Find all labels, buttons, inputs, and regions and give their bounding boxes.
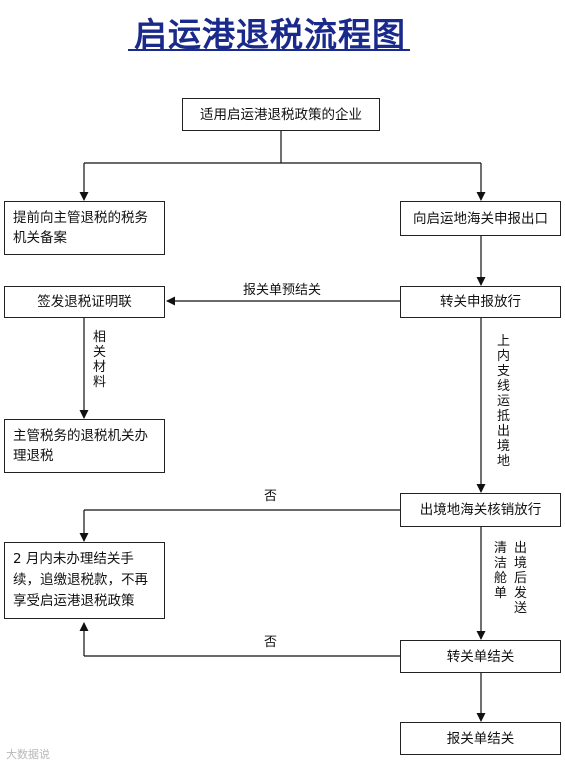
node-recover: 2 月内未办理结关手续，追缴退税款，不再享受启运港退税政策 bbox=[4, 542, 165, 619]
node-enterprise: 适用启运港退税政策的企业 bbox=[182, 98, 380, 131]
label-materials: 相关材料 bbox=[92, 330, 106, 390]
node-issue-cert: 签发退税证明联 bbox=[4, 286, 165, 318]
node-transfer-release: 转关申报放行 bbox=[400, 286, 561, 318]
node-declare-export: 向启运地海关申报出口 bbox=[400, 201, 561, 236]
title-underline bbox=[128, 49, 410, 51]
label-clean-hold: 清洁舱单 bbox=[493, 541, 507, 601]
node-transfer-clear: 转关单结关 bbox=[400, 640, 561, 673]
node-declare-clear: 报关单结关 bbox=[400, 722, 561, 755]
node-tax-refund: 主管税务的退税机关办理退税 bbox=[4, 419, 165, 473]
node-exit-verify: 出境地海关核销放行 bbox=[400, 493, 561, 527]
label-pre-clear: 报关单预结关 bbox=[243, 283, 322, 298]
label-no-1: 否 bbox=[264, 489, 278, 504]
watermark: 大数据说 bbox=[6, 748, 50, 761]
label-exit-send: 出境后发送 bbox=[513, 541, 527, 616]
label-no-2: 否 bbox=[264, 635, 278, 650]
node-record: 提前向主管退税的税务机关备案 bbox=[4, 201, 165, 255]
label-shipping: 上内支线运抵出境地 bbox=[496, 334, 510, 469]
page-title: 启运港退税流程图 bbox=[134, 15, 406, 54]
